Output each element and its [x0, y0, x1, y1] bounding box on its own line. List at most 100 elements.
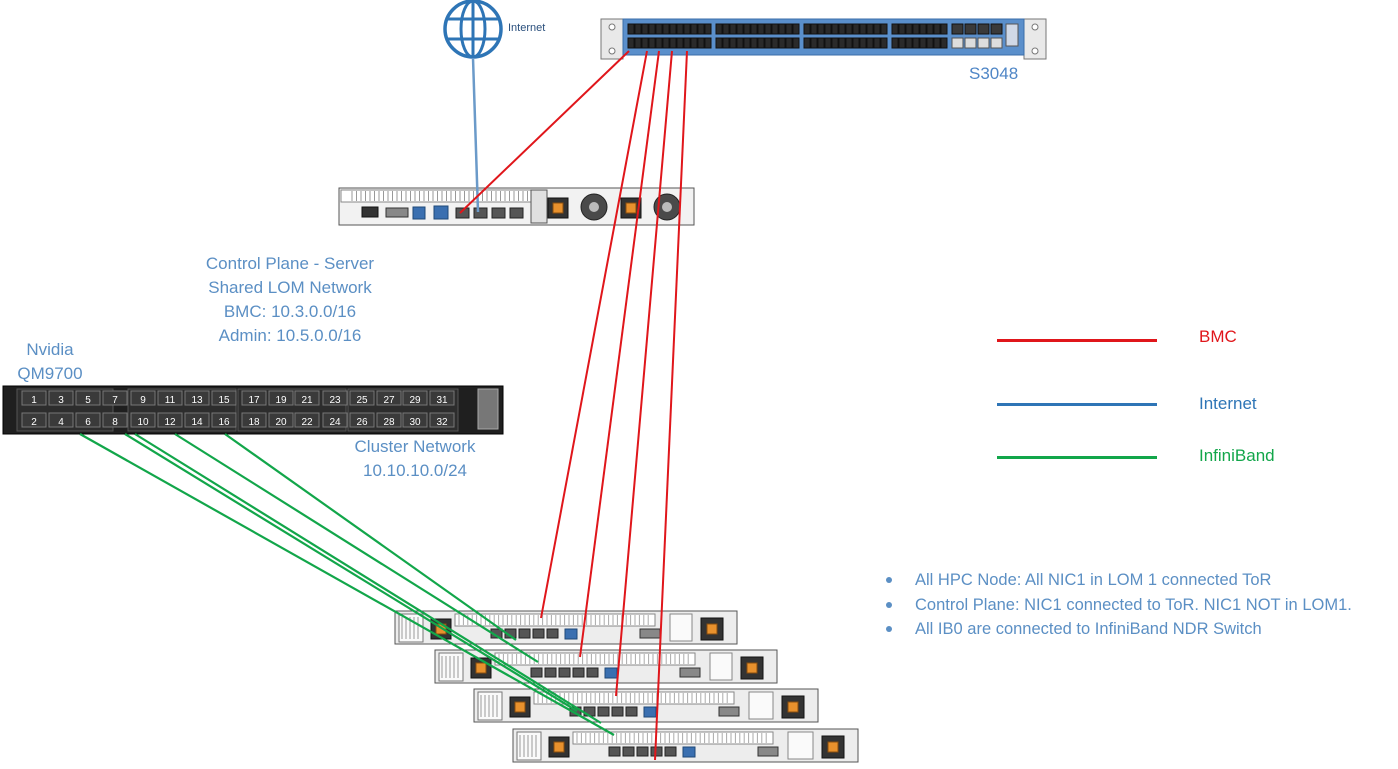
notes-list: All HPC Node: All NIC1 in LOM 1 connecte… — [884, 568, 1352, 642]
rj45-port — [697, 37, 705, 49]
vga-port — [718, 706, 740, 717]
rj45-port — [676, 23, 684, 35]
screw-hole — [608, 23, 616, 31]
qsfp-port — [75, 390, 101, 406]
port-number: 26 — [356, 417, 368, 428]
bullet-icon — [886, 626, 892, 632]
rj45-port — [662, 23, 670, 35]
qsfp-port — [294, 412, 320, 428]
rj45-port — [634, 37, 642, 49]
note-text: Control Plane: NIC1 connected to ToR. NI… — [915, 595, 1352, 614]
fan-hub — [662, 202, 672, 212]
qsfp-port — [130, 412, 156, 428]
qsfp-port — [184, 390, 210, 406]
mgmt-module — [477, 388, 499, 430]
admin-subnet-label: Admin: 10.5.0.0/16 — [218, 326, 362, 345]
rj45-port — [940, 37, 948, 49]
rj45-port — [648, 37, 656, 49]
note-item: All HPC Node: All NIC1 in LOM 1 connecte… — [884, 568, 1352, 593]
rj45-port — [933, 23, 941, 35]
rj45-port — [803, 37, 811, 49]
rj45-port — [824, 23, 832, 35]
rj45-port — [785, 37, 793, 49]
rj45-port — [873, 23, 881, 35]
rj45-port — [690, 23, 698, 35]
internet-label: Internet — [508, 22, 546, 34]
rj45-port — [558, 667, 571, 678]
rj45-port — [627, 23, 635, 35]
bullet-icon — [886, 577, 892, 583]
bmc-link — [615, 50, 673, 697]
rj45-port — [898, 37, 906, 49]
psu-handle — [475, 662, 487, 674]
port-number: 9 — [140, 395, 146, 406]
port-number: 24 — [329, 417, 341, 428]
rj45-port — [634, 23, 642, 35]
rj45-port — [792, 37, 800, 49]
rj45-port — [919, 23, 927, 35]
port-number: 21 — [301, 395, 313, 406]
port-number: 6 — [85, 417, 91, 428]
rj45-port — [803, 23, 811, 35]
rj45-port — [866, 37, 874, 49]
rj45-port — [926, 37, 934, 49]
rj45-port — [611, 706, 624, 717]
port-number: 18 — [248, 417, 260, 428]
qsfp-port — [102, 412, 128, 428]
psu-handle — [827, 741, 839, 753]
rj45-port — [641, 23, 649, 35]
vga-port — [757, 746, 779, 757]
rj45-port — [676, 37, 684, 49]
legend-internet-swatch — [997, 403, 1157, 406]
rj45-port — [655, 37, 663, 49]
legend-bmc-label: BMC — [1199, 327, 1237, 346]
rj45-port — [530, 667, 543, 678]
rj45-port — [940, 23, 948, 35]
rj45-port — [715, 23, 723, 35]
screw-hole — [1031, 47, 1039, 55]
cluster-network-subnet: 10.10.10.0/24 — [363, 461, 467, 480]
port-number: 19 — [275, 395, 287, 406]
fan-hub — [589, 202, 599, 212]
rj45-port — [912, 23, 920, 35]
qsfp-port — [294, 390, 320, 406]
qsfp-port — [157, 390, 183, 406]
rj45-port — [912, 37, 920, 49]
tor-switch-device — [600, 18, 1047, 60]
psu-handle — [625, 202, 637, 214]
rj45-port — [662, 37, 670, 49]
control-plane-server — [338, 187, 695, 226]
rj45-port — [905, 37, 913, 49]
qsfp-port — [211, 412, 237, 428]
rj45-port — [722, 23, 730, 35]
port-number: 31 — [436, 395, 448, 406]
port-number: 3 — [58, 395, 64, 406]
hpc-node — [512, 728, 859, 763]
sfp-port — [951, 37, 964, 49]
sfp-port — [964, 37, 977, 49]
port-number: 7 — [112, 395, 118, 406]
internet-link — [471, 57, 480, 213]
rj45-port — [683, 23, 691, 35]
rj45-port — [544, 667, 557, 678]
note-item: Control Plane: NIC1 connected to ToR. NI… — [884, 593, 1352, 618]
port-number: 25 — [356, 395, 368, 406]
port-number: 1 — [31, 395, 37, 406]
rj45-port — [697, 23, 705, 35]
port-number: 29 — [409, 395, 421, 406]
pcie-slot — [709, 652, 733, 681]
vent-grille — [516, 731, 542, 761]
rj45-port — [845, 23, 853, 35]
rj45-port — [831, 37, 839, 49]
rj45-port — [641, 37, 649, 49]
rj45-port — [608, 746, 621, 757]
uplink-port — [951, 23, 964, 35]
infiniband-link — [79, 433, 615, 736]
ib-switch-model: QM9700 — [17, 364, 83, 383]
qsfp-port — [130, 390, 156, 406]
pcie-slot — [669, 613, 693, 642]
cluster-network-title: Cluster Network — [354, 437, 476, 456]
connections-layer — [79, 50, 688, 761]
